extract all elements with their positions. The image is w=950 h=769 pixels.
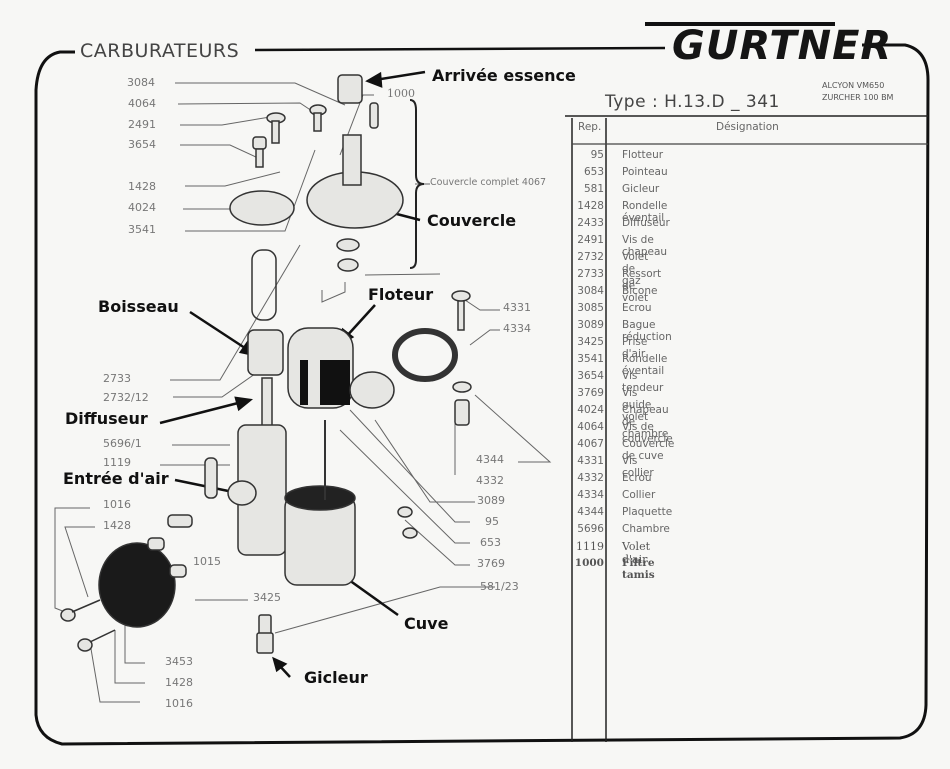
- part-ref: 4331: [503, 301, 531, 314]
- part-ref: 3453: [165, 655, 193, 668]
- part-ref: 1119: [103, 456, 131, 469]
- part-designation: Rondelle éventail: [622, 353, 668, 377]
- part-designation: Pointeau: [622, 166, 668, 178]
- part-ref: 3425: [253, 591, 281, 604]
- brand-logo: GURTNER: [672, 23, 893, 69]
- part-designation: Plaquette: [622, 506, 673, 518]
- part-rep-number: 4332: [577, 472, 604, 484]
- part-designation: Vis collier: [622, 455, 654, 479]
- part-rep-number: 2433: [577, 217, 604, 229]
- part-designation: Filtre tamis: [622, 557, 655, 581]
- cover-assembly-note: Couvercle complet 4067: [430, 177, 547, 188]
- column-header-rep: Rep.: [578, 121, 602, 133]
- part-rep-number: 4024: [577, 404, 604, 416]
- callout-arrivee-essence: Arrivée essence: [432, 66, 576, 85]
- part-ref: 1428: [128, 180, 156, 193]
- part-ref: 653: [480, 536, 501, 549]
- part-designation: Bicone: [622, 285, 658, 297]
- part-ref: 3769: [477, 557, 505, 570]
- part-designation: Gicleur: [622, 183, 660, 195]
- part-ref: 4024: [128, 201, 156, 214]
- part-ref: 1016: [165, 697, 193, 710]
- part-ref: 4332: [476, 474, 504, 487]
- callout-floteur: Floteur: [368, 285, 434, 304]
- part-designation: Diffuseur: [622, 217, 670, 229]
- callout-diffuseur: Diffuseur: [65, 409, 148, 428]
- part-ref: 2491: [128, 118, 156, 131]
- part-designation: Vis de chapeau: [622, 234, 668, 258]
- section-title: CARBURATEURS: [80, 40, 240, 62]
- column-header-designation: Désignation: [716, 121, 779, 133]
- part-ref: 4344: [476, 453, 504, 466]
- part-rep-number: 4331: [577, 455, 604, 467]
- part-designation: Ressort de volet: [622, 268, 662, 304]
- part-rep-number: 3425: [577, 336, 604, 348]
- part-rep-number: 2732: [577, 251, 604, 263]
- part-designation: Volet de gaz: [622, 251, 649, 287]
- part-rep-number: 581: [583, 183, 604, 195]
- part-ref: 1016: [103, 498, 131, 511]
- part-designation: Vis de couvercle: [622, 421, 673, 445]
- part-ref: 3541: [128, 223, 156, 236]
- part-designation: Vis guide volet: [622, 387, 652, 423]
- part-ref: 1428: [165, 676, 193, 689]
- part-ref: 4334: [503, 322, 531, 335]
- part-designation: Prise d'air: [622, 336, 648, 360]
- part-designation: Collier: [622, 489, 656, 501]
- model-item: ZURCHER 100 BM: [822, 93, 894, 102]
- part-rep-number: 1119: [576, 540, 604, 553]
- part-designation: Chapeau de chambre: [622, 404, 669, 440]
- callout-boisseau: Boisseau: [98, 297, 179, 316]
- callout-cuve: Cuve: [404, 614, 449, 633]
- part-ref: 1015: [193, 555, 221, 568]
- callout-entree-air: Entrée d'air: [63, 469, 169, 488]
- part-ref: 3084: [127, 76, 155, 89]
- part-designation: Rondelle éventail: [622, 200, 668, 224]
- part-ref: 95: [485, 515, 499, 528]
- part-rep-number: 3769: [577, 387, 604, 399]
- part-ref: 1428: [103, 519, 131, 532]
- part-rep-number: 4334: [577, 489, 604, 501]
- part-ref: 581/23: [480, 580, 519, 593]
- part-designation: Couvercle de cuve: [622, 438, 675, 462]
- part-designation: Ecrou: [622, 302, 652, 314]
- callout-couvercle: Couvercle: [427, 211, 517, 230]
- part-designation: Chambre: [622, 523, 670, 535]
- part-rep-number: 5696: [577, 523, 604, 535]
- part-rep-number: 3085: [577, 302, 604, 314]
- part-rep-number: 1000: [574, 557, 604, 569]
- part-rep-number: 653: [583, 166, 604, 178]
- part-ref: 3654: [128, 138, 156, 151]
- part-rep-number: 2733: [577, 268, 604, 280]
- model-item: ALCYON VM650: [822, 81, 885, 90]
- part-rep-number: 3654: [577, 370, 604, 382]
- part-designation: Bague réduction: [622, 319, 672, 343]
- part-rep-number: 3089: [577, 319, 604, 331]
- callout-gicleur: Gicleur: [304, 668, 368, 687]
- part-rep-number: 3084: [577, 285, 604, 297]
- part-ref-filter: 1000: [387, 87, 415, 100]
- carburetor-type: Type : H.13.D _ 341: [605, 92, 780, 112]
- part-rep-number: 3541: [577, 353, 604, 365]
- part-designation: Volet d'air: [622, 540, 651, 566]
- model-list: ALCYON VM650 ZURCHER 100 BM: [822, 80, 893, 104]
- part-ref: 3089: [477, 494, 505, 507]
- part-rep-number: 4067: [577, 438, 604, 450]
- part-rep-number: 1428: [577, 200, 604, 212]
- part-rep-number: 95: [590, 149, 604, 161]
- part-ref: 4064: [128, 97, 156, 110]
- part-rep-number: 4344: [577, 506, 604, 518]
- part-ref: 2732/12: [103, 391, 149, 404]
- part-ref: 5696/1: [103, 437, 142, 450]
- part-designation: Ecrou: [622, 472, 652, 484]
- part-designation: Flotteur: [622, 149, 664, 161]
- part-rep-number: 2491: [577, 234, 604, 246]
- part-designation: Vis tendeur: [622, 370, 664, 394]
- part-ref: 2733: [103, 372, 131, 385]
- part-rep-number: 4064: [577, 421, 604, 433]
